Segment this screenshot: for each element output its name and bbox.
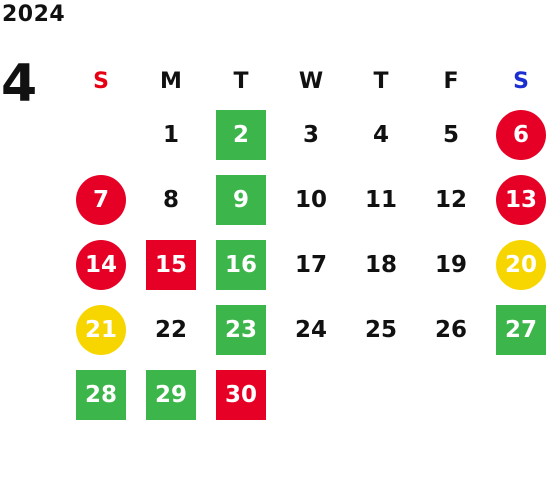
- day-cell: [66, 102, 136, 167]
- day-cell: 23: [206, 297, 276, 362]
- day-number: 13: [496, 174, 546, 225]
- day-number: 28: [76, 369, 126, 420]
- day-cell: 2: [206, 102, 276, 167]
- day-cell: 4: [346, 102, 416, 167]
- day-cell: 29: [136, 362, 206, 427]
- day-number: 25: [364, 316, 397, 343]
- day-number: 12: [434, 186, 467, 213]
- month-number: 4: [1, 54, 38, 114]
- day-cell: 20: [486, 232, 548, 297]
- day-cell: 6: [486, 102, 548, 167]
- day-cell: 12: [416, 167, 486, 232]
- day-cell: 8: [136, 167, 206, 232]
- day-cell: 5: [416, 102, 486, 167]
- year-label: 2024: [2, 2, 66, 27]
- day-number: 10: [294, 186, 327, 213]
- day-cell: 7: [66, 167, 136, 232]
- day-cell: 10: [276, 167, 346, 232]
- day-cell: 28: [66, 362, 136, 427]
- day-number: 8: [162, 186, 179, 213]
- day-cell: [486, 362, 548, 427]
- day-number: 26: [434, 316, 467, 343]
- day-number: [496, 370, 546, 420]
- day-cell: 21: [66, 297, 136, 362]
- day-number: 11: [364, 186, 397, 213]
- day-cell: 27: [486, 297, 548, 362]
- day-number: 30: [216, 369, 266, 420]
- day-number: 17: [294, 251, 327, 278]
- day-number: 24: [294, 316, 327, 343]
- weekday-header: W: [298, 68, 324, 94]
- day-cell: [346, 362, 416, 427]
- day-number: 29: [146, 369, 196, 420]
- day-number: 19: [434, 251, 467, 278]
- weekday-header: S: [513, 68, 529, 94]
- day-number: 21: [76, 304, 126, 355]
- day-number: [76, 110, 126, 160]
- day-cell: 9: [206, 167, 276, 232]
- day-number: 7: [76, 174, 126, 225]
- day-number: [286, 370, 336, 420]
- day-number: 4: [372, 121, 389, 148]
- day-number: 23: [216, 304, 266, 355]
- day-cell: [416, 362, 486, 427]
- day-number: 6: [496, 109, 546, 160]
- day-cell: 14: [66, 232, 136, 297]
- weekday-header: F: [443, 68, 459, 94]
- day-number: 1: [162, 121, 179, 148]
- day-cell: 22: [136, 297, 206, 362]
- day-cell: [276, 362, 346, 427]
- day-number: 14: [76, 239, 126, 290]
- day-cell: 18: [346, 232, 416, 297]
- day-cell: 30: [206, 362, 276, 427]
- day-cell: 13: [486, 167, 548, 232]
- day-number: 9: [216, 174, 266, 225]
- day-cell: 25: [346, 297, 416, 362]
- day-number: 5: [442, 121, 459, 148]
- day-cell: 1: [136, 102, 206, 167]
- day-cell: 26: [416, 297, 486, 362]
- day-number: 20: [496, 239, 546, 290]
- day-cell: 24: [276, 297, 346, 362]
- day-number: [426, 370, 476, 420]
- calendar-grid: S M T W T F S 1 2 3 4 5 6 7 8 9 10 11 12…: [66, 60, 548, 427]
- day-cell: 15: [136, 232, 206, 297]
- day-cell: 19: [416, 232, 486, 297]
- day-number: 18: [364, 251, 397, 278]
- day-cell: 11: [346, 167, 416, 232]
- day-number: 22: [154, 316, 187, 343]
- day-number: 2: [216, 109, 266, 160]
- weekday-header: T: [373, 68, 389, 94]
- day-cell: 3: [276, 102, 346, 167]
- day-number: [356, 370, 406, 420]
- weekday-header: M: [160, 68, 182, 94]
- weekday-header: S: [93, 68, 109, 94]
- weekday-header: T: [233, 68, 249, 94]
- day-number: 15: [146, 239, 196, 290]
- day-cell: 16: [206, 232, 276, 297]
- day-number: 16: [216, 239, 266, 290]
- day-number: 3: [302, 121, 319, 148]
- day-cell: 17: [276, 232, 346, 297]
- day-number: 27: [496, 304, 546, 355]
